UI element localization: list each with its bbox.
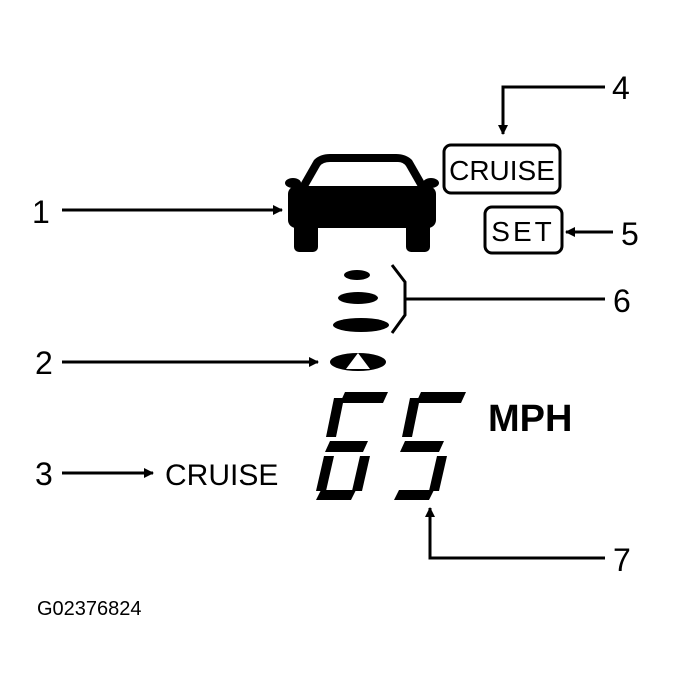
cruise-plain-label: CRUISE	[165, 459, 278, 492]
callout-7-leader	[425, 507, 605, 560]
callout-3-label: 3	[35, 456, 53, 492]
digit-5	[394, 392, 466, 500]
set-indicator-boxed: SET	[483, 205, 564, 255]
callout-6-bracket	[390, 264, 407, 334]
distance-bar-3	[333, 318, 389, 332]
callout-6-label: 6	[613, 283, 631, 319]
speed-unit-label: MPH	[488, 398, 572, 440]
callout-2-label: 2	[35, 345, 53, 381]
callout-5-label: 5	[621, 216, 639, 252]
cruise-boxed-label: CRUISE	[449, 155, 555, 186]
cruise-indicator-boxed: CRUISE	[442, 143, 562, 195]
following-distance-bars	[333, 270, 389, 332]
own-vehicle-marker-icon	[330, 353, 386, 371]
set-boxed-label: SET	[491, 216, 554, 247]
distance-bar-2	[338, 292, 378, 304]
callout-4-leader	[498, 85, 605, 135]
callout-4-label: 4	[612, 70, 630, 106]
distance-bar-1	[344, 270, 370, 280]
callout-7-label: 7	[613, 542, 631, 578]
callout-1-label: 1	[32, 194, 50, 230]
speed-readout: 65	[316, 392, 466, 500]
digit-6	[316, 392, 388, 500]
figure-code: G02376824	[37, 598, 142, 620]
vehicle-ahead-icon	[285, 154, 439, 252]
